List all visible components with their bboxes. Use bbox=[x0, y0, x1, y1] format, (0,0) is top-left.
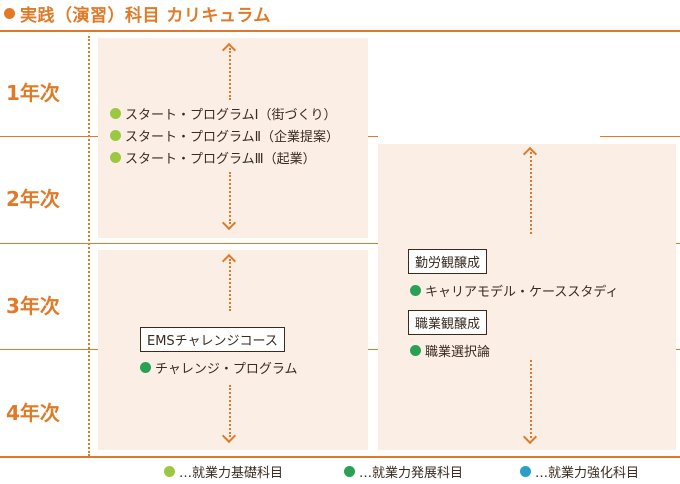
course-item: 職業選択論 bbox=[410, 341, 490, 360]
ems-course-box: EMSチャレンジコース bbox=[140, 327, 285, 352]
circle-bullet-icon bbox=[4, 8, 15, 19]
reinforcement-dot-icon bbox=[520, 466, 531, 477]
course-label: チャレンジ・プログラム bbox=[155, 362, 298, 377]
foundation-dot-icon bbox=[110, 130, 121, 141]
development-dot-icon bbox=[410, 285, 421, 296]
legend-item: …就業力基礎科目 bbox=[164, 462, 283, 481]
legend-label: …就業力発展科目 bbox=[359, 466, 464, 481]
year-label-4: 4年次 bbox=[6, 401, 60, 425]
course-label: 職業選択論 bbox=[425, 345, 491, 360]
development-dot-icon bbox=[410, 345, 421, 356]
course-label: スタート・プログラムⅢ（起業） bbox=[125, 152, 316, 167]
foundation-dot-icon bbox=[110, 152, 121, 163]
down-arrow-icon bbox=[221, 172, 237, 232]
bottom-rule bbox=[0, 456, 680, 458]
course-item: スタート・プログラムⅠ（街づくり） bbox=[110, 104, 336, 123]
ems-career-connector bbox=[368, 349, 378, 350]
year-label-3: 3年次 bbox=[6, 294, 60, 318]
up-arrow-icon bbox=[221, 42, 237, 102]
top-rule bbox=[0, 30, 680, 32]
career-view-box: 職業観醸成 bbox=[408, 310, 488, 335]
down-arrow-icon bbox=[221, 385, 237, 445]
development-dot-icon bbox=[344, 466, 355, 477]
course-item: スタート・プログラムⅡ（企業提案） bbox=[110, 126, 339, 145]
year-column-divider bbox=[88, 36, 90, 456]
course-label: スタート・プログラムⅡ（企業提案） bbox=[125, 130, 340, 145]
page-title: 実践（演習）科目 カリキュラム bbox=[20, 6, 271, 26]
foundation-dot-icon bbox=[110, 108, 121, 119]
legend-item: …就業力発展科目 bbox=[344, 462, 463, 481]
down-arrow-icon bbox=[522, 360, 538, 446]
year-2-3-divider bbox=[0, 243, 680, 244]
up-arrow-icon bbox=[522, 146, 538, 236]
up-arrow-icon bbox=[221, 253, 237, 313]
legend-label: …就業力基礎科目 bbox=[179, 466, 284, 481]
year-label-1: 1年次 bbox=[6, 81, 60, 105]
year-label-2: 2年次 bbox=[6, 187, 60, 211]
course-label: キャリアモデル・ケーススタディ bbox=[425, 285, 619, 300]
legend-label: …就業力強化科目 bbox=[535, 466, 640, 481]
work-view-box: 勤労観醸成 bbox=[408, 249, 488, 274]
legend-item: …就業力強化科目 bbox=[520, 462, 639, 481]
course-item: チャレンジ・プログラム bbox=[140, 358, 297, 377]
course-label: スタート・プログラムⅠ（街づくり） bbox=[125, 108, 337, 123]
foundation-dot-icon bbox=[164, 466, 175, 477]
start-program-panel bbox=[98, 38, 368, 238]
course-item: キャリアモデル・ケーススタディ bbox=[410, 281, 618, 300]
career-panel bbox=[378, 144, 676, 450]
year-1-2-divider-right bbox=[600, 136, 680, 137]
course-item: スタート・プログラムⅢ（起業） bbox=[110, 148, 316, 167]
development-dot-icon bbox=[140, 362, 151, 373]
